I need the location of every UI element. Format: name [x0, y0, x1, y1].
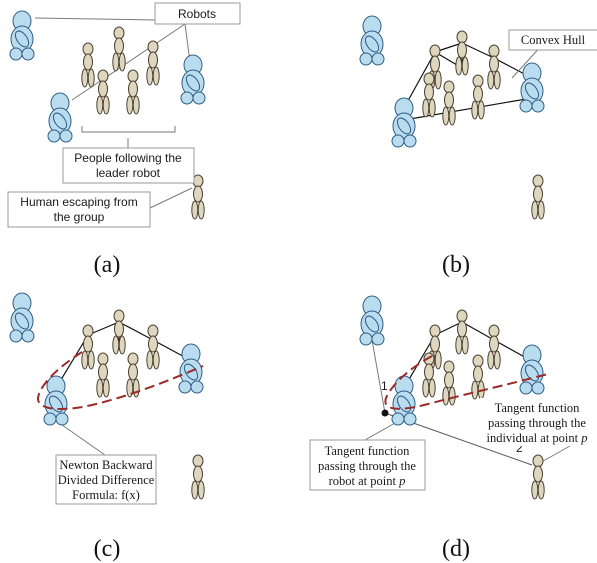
robots-label-box [154, 2, 241, 25]
caption-d: (d) [442, 536, 470, 562]
panel-c: Newton Backward Divided Difference Formu… [9, 292, 205, 562]
tan-individual-point-var: p [580, 431, 587, 445]
tan-individual-line-3: individual at point p [486, 431, 587, 445]
person-figure [455, 309, 469, 355]
robot-figure [519, 344, 545, 395]
tan-robot-line-1: Tangent function [325, 444, 411, 458]
tan-individual-line-3-text: individual at point [486, 431, 581, 445]
person-figure [487, 324, 501, 370]
person-figure [96, 69, 110, 115]
escaping-label-box [7, 191, 151, 228]
panel-d: 1 2 Tangent function passing through the… [309, 295, 595, 562]
tan-individual-line-2: passing through the [488, 416, 586, 430]
person-figure [112, 309, 126, 355]
escaping-label-line-1: Human escaping from [20, 195, 137, 209]
newton-label-box [55, 454, 157, 505]
point-p-marker [381, 409, 389, 417]
robot-figure [9, 10, 35, 61]
person-figure [422, 72, 436, 118]
tan-robot-line-3: robot at point p [329, 474, 406, 488]
tan-individual-line-1: Tangent function [495, 401, 581, 415]
panel-b: Convex Hull (b) [359, 15, 597, 278]
person-figure [146, 324, 160, 370]
tan-robot-line-3-text: robot at point [329, 474, 399, 488]
tangent-curve [384, 355, 549, 410]
escaping-label-line-2: the group [54, 210, 105, 224]
robot-figure [359, 295, 385, 346]
person-figure [455, 30, 469, 76]
person-figure [126, 352, 140, 398]
marker-2: 2 [516, 441, 523, 455]
person-figure [146, 40, 160, 86]
tan-robot-line-2: passing through the [318, 459, 416, 473]
person-figure [81, 324, 95, 370]
robot-figure [359, 15, 385, 66]
person-figure [471, 354, 485, 400]
person-figure [126, 69, 140, 115]
followers-label-box [62, 147, 195, 184]
tan-robot-point-var: p [398, 474, 405, 488]
caption-a: (a) [94, 252, 121, 278]
person-figure [191, 454, 205, 500]
person-figure [442, 80, 456, 126]
robot-figure [178, 343, 204, 394]
caption-b: (b) [442, 252, 470, 278]
person-figure [471, 74, 485, 120]
tan-individual-label-bg [480, 398, 595, 446]
hull-label: Convex Hull [521, 33, 586, 47]
robot-figure [9, 292, 35, 343]
person-figure [531, 454, 545, 500]
robot-figure [519, 62, 545, 113]
tan-robot-label-box [309, 439, 426, 491]
caption-c: (c) [94, 536, 121, 562]
person-figure [487, 44, 501, 90]
newton-label-line-3: Formula: f(x) [72, 488, 140, 502]
person-figure [96, 352, 110, 398]
robot-figure [43, 375, 69, 426]
robot-figure [47, 92, 73, 143]
followers-label-line-2: leader robot [96, 166, 161, 180]
followers-label-line-1: People following the [74, 151, 182, 165]
person-figure [112, 26, 126, 72]
person-figure [531, 174, 545, 220]
robots-label: Robots [178, 7, 216, 21]
newton-label-line-1: Newton Backward [59, 458, 153, 472]
newton-label-line-2: Divided Difference [58, 473, 155, 487]
hull-label-box [508, 29, 597, 51]
person-figure [81, 42, 95, 88]
robot-figure [391, 97, 417, 148]
panel-a: Robots People following the leader robot… [7, 2, 241, 278]
marker-1: 1 [381, 379, 388, 393]
robot-figure [180, 54, 206, 105]
newton-curve [37, 351, 204, 410]
